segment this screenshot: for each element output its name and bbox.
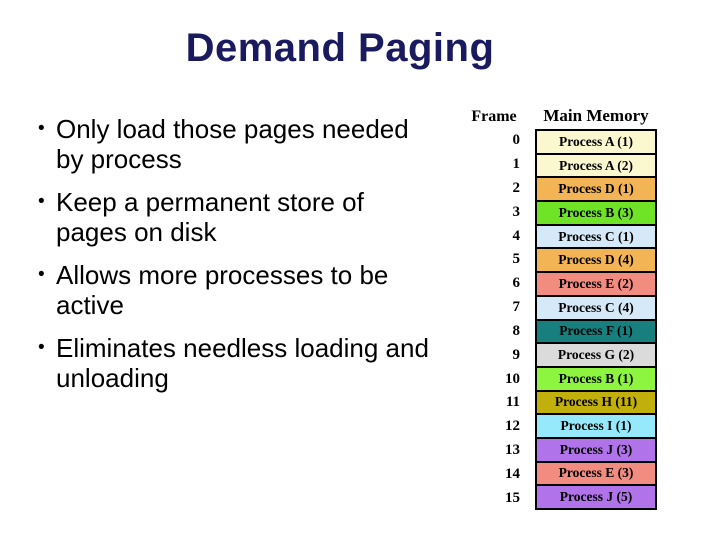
page-title: Demand Paging [185, 26, 495, 70]
frame-number: 5 [512, 251, 521, 268]
memory-cell: Process G (2) [537, 344, 655, 368]
frame-number: 1 [512, 156, 521, 173]
memory-cell: Process E (3) [537, 462, 655, 487]
frame-number: 8 [512, 322, 521, 339]
frame-column-header: Frame [471, 108, 517, 125]
bullet-line: unloading [56, 363, 169, 393]
memory-cell: Process H (11) [537, 391, 655, 416]
bullet-line: Only load those pages needed [56, 114, 409, 144]
frame-number: 9 [512, 346, 521, 363]
memory-cell: Process A (1) [537, 131, 655, 155]
memory-cell: Process C (1) [537, 225, 655, 250]
main-memory-header: Main Memory [543, 106, 649, 125]
memory-cell: Process C (4) [537, 296, 655, 321]
frame-number: 15 [505, 489, 520, 506]
memory-cell: Process I (1) [537, 415, 655, 439]
bullet-icon: • [38, 337, 45, 358]
memory-cell: Process E (2) [537, 273, 655, 297]
frame-number: 14 [505, 465, 520, 482]
memory-cell: Process D (4) [537, 249, 655, 274]
frame-number: 7 [512, 299, 521, 316]
bullet-line: Allows more processes to be [56, 260, 389, 290]
frame-number: 2 [512, 180, 521, 197]
bullet-icon: • [38, 191, 45, 212]
frame-number: 4 [512, 227, 521, 244]
frame-number: 6 [512, 275, 521, 292]
main-memory-table: Process A (1) Process A (2) Process D (1… [535, 129, 657, 510]
bullet-line: pages on disk [56, 217, 217, 247]
memory-cell: Process B (3) [537, 202, 655, 226]
memory-cell: Process A (2) [537, 154, 655, 179]
memory-cell: Process F (1) [537, 320, 655, 345]
bullet-icon: • [38, 118, 45, 139]
memory-cell: Process D (1) [537, 178, 655, 203]
memory-cell: Process J (5) [537, 486, 655, 508]
bullet-line: Eliminates needless loading and [56, 333, 429, 363]
frame-number: 11 [505, 394, 520, 411]
memory-cell: Process B (1) [537, 367, 655, 392]
frame-number: 13 [505, 441, 520, 458]
frame-number: 12 [505, 418, 520, 435]
bullet-icon: • [38, 264, 45, 285]
frame-number: 0 [512, 132, 521, 149]
frame-number-column: 0 1 2 3 4 5 6 7 8 9 10 11 12 13 14 15 [455, 129, 520, 510]
frame-number: 10 [505, 370, 520, 387]
bullet-line: by process [56, 144, 182, 174]
frame-number: 3 [512, 203, 521, 220]
memory-cell: Process J (3) [537, 438, 655, 463]
bullet-line: Keep a permanent store of [56, 187, 364, 217]
bullet-line: active [56, 290, 124, 320]
